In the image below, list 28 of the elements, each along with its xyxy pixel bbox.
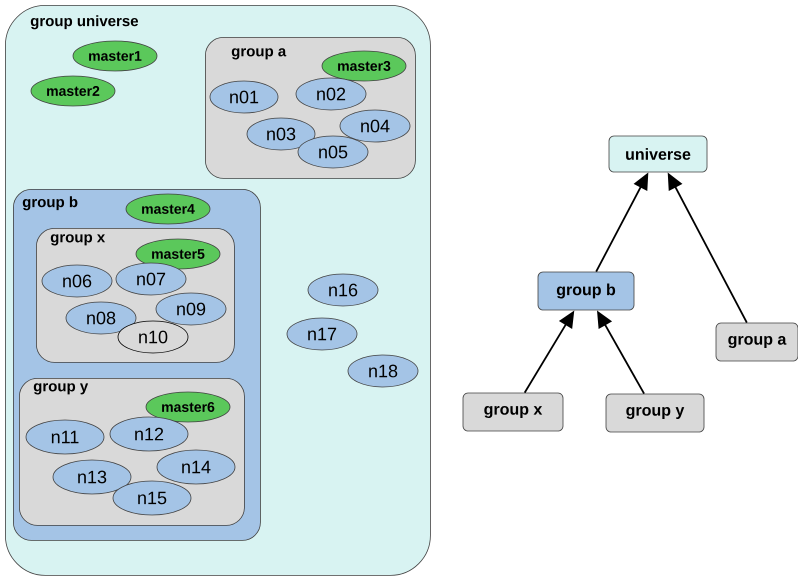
ellipse-node: n16 <box>308 274 378 306</box>
group-box: group x <box>462 392 564 432</box>
ellipse-node: n05 <box>298 136 368 168</box>
ellipse-node: n04 <box>340 110 410 142</box>
ellipse-node: n07 <box>116 262 186 296</box>
ellipse-node: master2 <box>30 76 116 106</box>
group-box: group y <box>606 394 704 432</box>
ellipse-node: n02 <box>296 78 366 110</box>
group-box: universe <box>608 136 708 172</box>
ellipse-node: master6 <box>146 392 230 422</box>
ellipse-node: master3 <box>322 50 406 82</box>
ellipse-node: n03 <box>246 118 316 150</box>
group-box: group a <box>716 322 798 362</box>
ellipse-node: n12 <box>110 416 188 452</box>
ellipse-node: n11 <box>26 420 104 454</box>
ellipse-node: n17 <box>286 318 358 350</box>
ellipse-node: n08 <box>66 302 136 334</box>
group-box: group b <box>538 272 634 310</box>
ellipse-node: master1 <box>72 40 158 72</box>
ellipse-node: n10 <box>118 320 188 354</box>
ellipse-node: n14 <box>156 450 236 484</box>
ellipse-node: n18 <box>348 354 418 388</box>
ellipse-node: n13 <box>52 460 132 494</box>
ellipse-node: n01 <box>210 80 278 114</box>
ellipse-node: master4 <box>126 194 210 224</box>
ellipse-node: n09 <box>156 292 226 326</box>
ellipse-node: n06 <box>42 264 112 298</box>
ellipse-node: n15 <box>112 480 192 516</box>
